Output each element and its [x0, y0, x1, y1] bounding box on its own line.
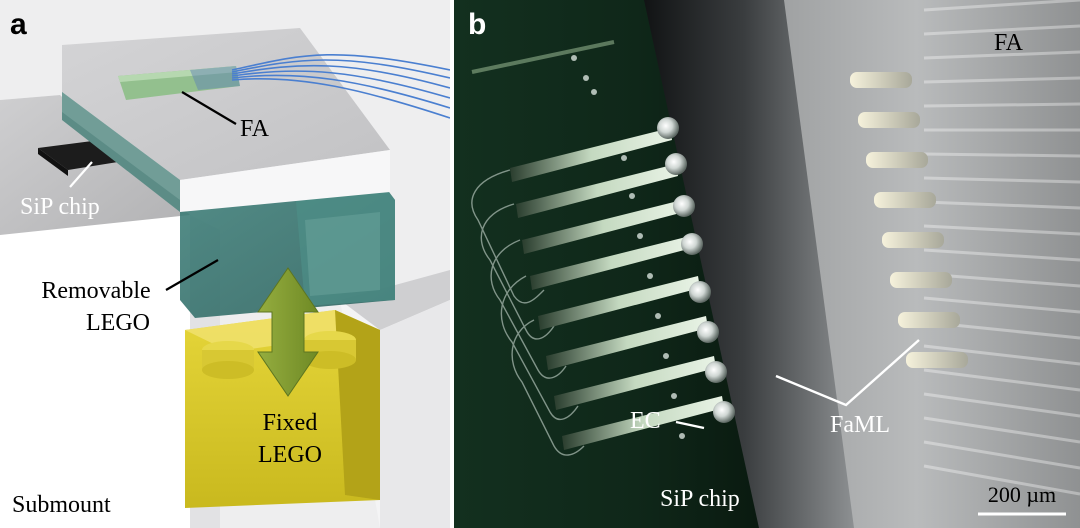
panel-b-letter: b: [468, 8, 486, 41]
fa-leader-line: [181, 91, 237, 125]
removable-lego-leader-line: [165, 259, 219, 291]
panel-a: a FA SiP chip Removable LEGO Fixed LEGO …: [0, 0, 450, 528]
sip-chip-label-b: SiP chip: [660, 486, 740, 512]
fa-label-b: FA: [994, 30, 1024, 56]
panel-a-letter: a: [10, 8, 27, 41]
fa-label: FA: [240, 116, 270, 142]
panel-b: b FA EC FaML SiP chip 200 µm: [454, 0, 1080, 528]
edge-couplers: [510, 128, 724, 450]
removable-lego-label-line1: Removable: [41, 278, 150, 304]
routing-waveguides: [471, 169, 585, 456]
sip-chip-leader-line: [69, 161, 93, 188]
panel-a-illustration: a FA SiP chip Removable LEGO Fixed LEGO …: [0, 0, 450, 528]
ec-leader-line: [675, 420, 705, 430]
removable-lego-label-line2: LEGO: [86, 310, 150, 336]
scale-bar-label: 200 µm: [988, 482, 1056, 507]
fiber-bundle: [231, 54, 450, 119]
faml-label: FaML: [830, 412, 890, 438]
faml-leader-lines: [775, 339, 920, 407]
vertical-double-arrow: [257, 267, 319, 397]
fa-slots: [850, 72, 968, 368]
submount-label: Submount: [12, 492, 111, 518]
fixed-lego: [185, 310, 380, 508]
sip-chip-label: SiP chip: [20, 194, 100, 220]
fixed-lego-label-line1: Fixed: [263, 410, 318, 436]
faml-lenses: [657, 117, 735, 423]
removable-lego: [180, 180, 395, 318]
fixed-lego-label-line2: LEGO: [258, 442, 322, 468]
ec-label: EC: [630, 408, 661, 434]
panel-b-micrograph: b FA EC FaML SiP chip 200 µm: [454, 0, 1080, 528]
